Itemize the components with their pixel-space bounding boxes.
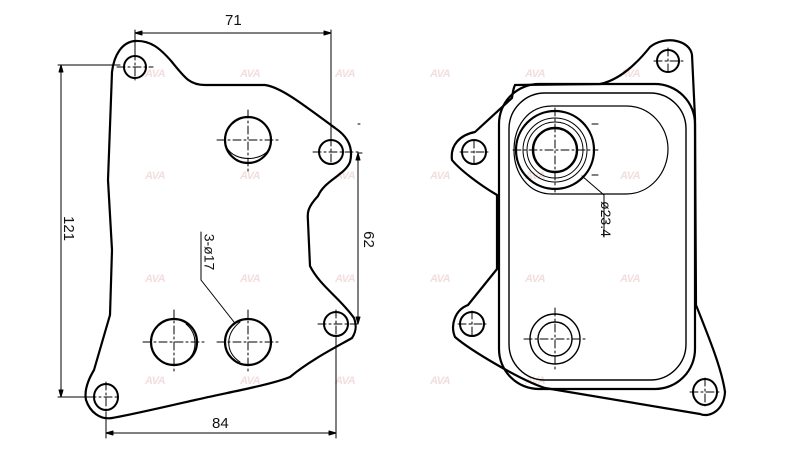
watermark: AVA	[145, 170, 166, 182]
left-view-outline	[84, 39, 357, 420]
right-view-flange	[450, 39, 727, 417]
dimension-right-span: 62	[359, 231, 377, 248]
dimension-lines-left	[57, 29, 363, 439]
watermark: AVA	[335, 273, 356, 285]
center-lines-left	[87, 51, 361, 413]
watermark: AVA	[145, 273, 166, 285]
dimension-bottom-width: 84	[212, 415, 229, 432]
watermark: AVA	[430, 68, 451, 80]
watermark: AVA	[240, 68, 261, 80]
watermark: AVA	[335, 375, 356, 387]
watermark: AVA	[525, 273, 546, 285]
center-lines-right	[457, 47, 721, 407]
watermark: AVA	[335, 68, 356, 80]
holes-callout: 3-ø17	[201, 233, 218, 271]
watermark: AVA	[240, 273, 261, 285]
watermark: AVA	[430, 375, 451, 387]
dimension-top-width: 71	[225, 12, 242, 29]
watermark: AVA	[145, 68, 166, 80]
watermark: AVA	[430, 273, 451, 285]
watermark: AVA	[240, 375, 261, 387]
dimension-height: 121	[60, 215, 78, 242]
watermark: AVA	[525, 68, 546, 80]
port-top	[223, 115, 273, 165]
port-diameter-callout: ø23.4	[597, 201, 614, 237]
dimension-lines-right	[581, 123, 605, 238]
watermark: AVA	[525, 375, 546, 387]
watermark: AVA	[145, 375, 166, 387]
watermark: AVA	[620, 273, 641, 285]
watermark: AVA	[620, 170, 641, 182]
watermark: AVA	[240, 170, 261, 182]
cooler-body	[497, 82, 697, 391]
watermark: AVA	[430, 170, 451, 182]
